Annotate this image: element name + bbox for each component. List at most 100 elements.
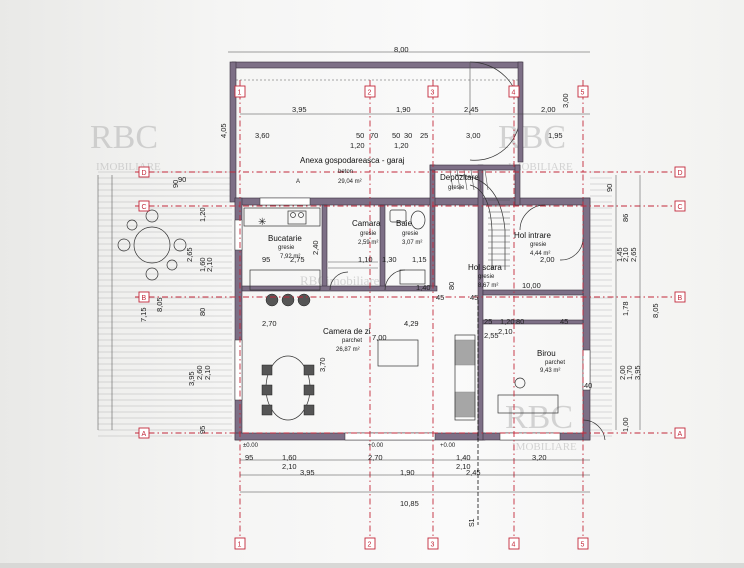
svg-text:parchet: parchet: [342, 338, 362, 344]
dimension-label: 4,05: [219, 123, 228, 138]
room-label-entry-hall: Hol intrare gresie 4,44 m²: [514, 231, 551, 257]
svg-text:RBC: RBC: [498, 119, 566, 156]
svg-text:B: B: [678, 295, 683, 302]
svg-text:IMOBILIARE: IMOBILIARE: [512, 441, 577, 453]
level-mark: +0.00: [368, 443, 384, 449]
dimension-label: 2,60: [195, 365, 204, 380]
interior-doors: [329, 204, 606, 441]
dimension-label: 3,70: [318, 357, 327, 372]
dimension-label: 3,95: [292, 105, 307, 114]
dimension-label: 2,70: [262, 319, 277, 328]
axis-marker-2: 2: [364, 85, 376, 98]
sink-icon: ✳: [258, 217, 266, 228]
room-label-pantry: Camara gresie 2,59 m²: [352, 219, 381, 246]
dimension-label: 7,00: [372, 333, 387, 342]
svg-text:IMOBILIARE: IMOBILIARE: [508, 161, 573, 173]
svg-text:gresie: gresie: [530, 242, 547, 248]
svg-text:2,59 m²: 2,59 m²: [358, 240, 378, 246]
dining-table: [261, 355, 315, 421]
total-dimension: 10,85: [400, 499, 419, 508]
room-label-kitchen: Bucatarie gresie 7,92 m²: [268, 234, 302, 260]
svg-text:8,67 m²: 8,67 m²: [478, 283, 498, 289]
svg-text:1: 1: [238, 90, 242, 97]
axis-marker-4: 4: [508, 85, 520, 98]
room-label-garage: Anexa gospodareasca - garaj beton A 29,0…: [296, 156, 405, 185]
svg-text:parchet: parchet: [545, 360, 565, 366]
room-label-bath: Baie gresie 3,07 m²: [396, 219, 422, 246]
terrace-right-hatch: [590, 171, 612, 437]
svg-text:C: C: [678, 204, 683, 211]
dimension-label: 2,10: [282, 462, 297, 471]
svg-text:4: 4: [512, 542, 516, 549]
svg-text:Depozitare: Depozitare: [440, 173, 479, 182]
svg-text:RBC: RBC: [90, 119, 158, 156]
dimension-label: 8,05: [155, 297, 164, 312]
svg-text:gresie: gresie: [478, 274, 495, 280]
dimension-label: 1,60: [198, 257, 207, 272]
dimension-label: 3,60: [255, 131, 270, 140]
dimension-label: 2,00: [618, 365, 627, 380]
svg-text:beton: beton: [338, 169, 353, 175]
dimension-label: 1,78: [621, 301, 630, 316]
svg-text:4,44 m²: 4,44 m²: [530, 251, 550, 257]
room-label-storage: Depozitare gresie: [440, 173, 479, 191]
dimension-label: 95: [262, 255, 270, 264]
svg-text:5: 5: [581, 542, 585, 549]
dimension-label: 8,05: [651, 303, 660, 318]
dimension-label: 1,40: [456, 453, 471, 462]
svg-text:A: A: [142, 431, 147, 438]
dimension-label: 7,15: [139, 307, 148, 322]
axis-marker-A: A: [138, 427, 150, 439]
axis-marker-B: B: [138, 291, 150, 303]
axis-marker-3: 3: [427, 85, 439, 98]
dimension-label: 2,65: [185, 247, 194, 262]
dimension-label: 3,20: [532, 453, 547, 462]
dimension-label: 1,20: [394, 141, 409, 150]
dimension-label: 45: [560, 317, 568, 326]
axis-marker-D: D: [674, 166, 686, 178]
room-label-office: Birou parchet 9,43 m²: [537, 349, 565, 374]
dimension-lines: [97, 51, 641, 493]
svg-text:9,43 m²: 9,43 m²: [540, 368, 560, 374]
dimension-label: 1,30: [382, 255, 397, 264]
svg-text:gresie: gresie: [360, 231, 377, 237]
svg-text:Baie: Baie: [396, 219, 413, 228]
svg-text:Camara: Camara: [352, 219, 381, 228]
axis-marker-5: 5: [577, 537, 589, 550]
pantry-shelves: [328, 261, 378, 269]
room-label-stair-hall: Hol scara gresie 8,67 m²: [468, 263, 502, 289]
dimension-label: 90: [171, 180, 180, 188]
dimension-label: 1,45: [615, 247, 624, 262]
room-label-living: Camera de zi parchet 26,87 m²: [323, 327, 371, 353]
dimension-label: 2,75: [290, 255, 305, 264]
dimension-label: 2,00: [540, 255, 555, 264]
axis-marker-C: C: [138, 200, 150, 212]
svg-text:3: 3: [431, 90, 435, 97]
svg-text:D: D: [142, 170, 147, 177]
svg-text:Birou: Birou: [537, 349, 556, 358]
svg-text:2: 2: [368, 90, 372, 97]
dimension-label: 80: [198, 308, 207, 316]
dimension-label: 1,15: [412, 255, 427, 264]
terrace-table: [117, 209, 187, 281]
axis-marker-A: A: [674, 427, 686, 439]
svg-text:29,04 m²: 29,04 m²: [338, 179, 362, 185]
axis-marker-4: 4: [508, 537, 520, 550]
axis-marker-B: B: [674, 291, 686, 303]
dimension-label: 3,95: [300, 468, 315, 477]
dimension-label: 1,40: [416, 283, 431, 292]
bathroom-fixtures: [389, 209, 426, 285]
dimension-label: 1,95: [548, 131, 563, 140]
sofa: [377, 334, 476, 421]
dimension-label: 2,00: [541, 105, 556, 114]
dimension-label: 2,10: [621, 247, 630, 262]
watermark-top-right: RBC IMOBILIARE: [498, 119, 573, 173]
dimension-label: 3,00: [561, 93, 570, 108]
dimension-label: 40: [584, 381, 592, 390]
dimension-label: 25: [420, 131, 428, 140]
svg-text:1: 1: [238, 542, 242, 549]
dimension-label: 2,40: [311, 240, 320, 255]
